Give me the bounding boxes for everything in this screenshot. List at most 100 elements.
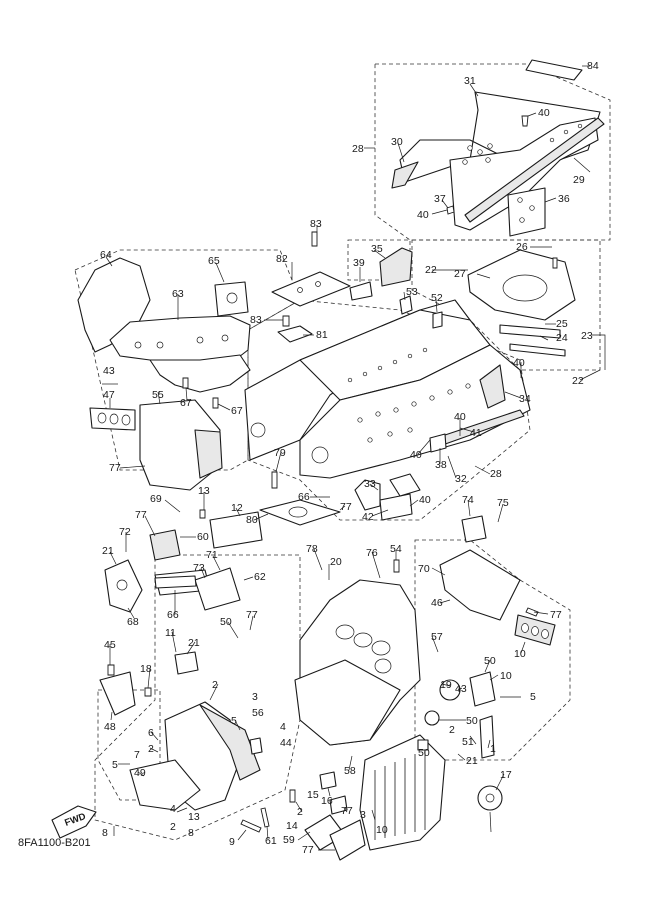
part-15-collar — [319, 771, 337, 790]
bolt-76 — [393, 559, 400, 573]
part-45-bracket — [469, 671, 496, 707]
callout-9: 61 — [265, 835, 277, 847]
callout-5: 7 — [134, 749, 140, 761]
part-29-long-strip — [464, 117, 605, 223]
callout-50: 10 — [500, 670, 512, 682]
part-33-bracket — [354, 479, 381, 511]
callout-70: 71 — [206, 549, 218, 561]
right-side-group — [393, 549, 556, 811]
group-outline-right-side — [414, 539, 571, 761]
callout-77: 69 — [150, 493, 162, 505]
callout-78: 20 — [330, 556, 342, 568]
part-84-label-plate — [525, 59, 583, 81]
callout-66: 66 — [298, 491, 310, 503]
bolt-10-a — [144, 687, 152, 697]
part-11-clip — [174, 651, 199, 675]
callout-40: 40 — [417, 209, 429, 221]
callout-40: 40 — [419, 494, 431, 506]
callout-31: 31 — [464, 75, 476, 87]
part-48-washer — [424, 710, 440, 726]
bolt-83-side — [282, 315, 290, 327]
group-outline-rear-frame — [411, 239, 601, 371]
callout-42: 42 — [362, 511, 374, 523]
part-23-crossbar — [499, 324, 561, 339]
callout-54: 70 — [418, 563, 430, 575]
front-subframe — [294, 579, 446, 861]
callout-38: 38 — [435, 459, 447, 471]
callout-67: 67 — [180, 397, 192, 409]
callout-43: 5 — [530, 691, 536, 703]
callout-19: 43 — [455, 683, 467, 695]
center-bracket-group — [104, 471, 487, 613]
callout-55: 55 — [152, 389, 164, 401]
callout-63: 63 — [172, 288, 184, 300]
callout-36: 36 — [558, 193, 570, 205]
callout-84: 84 — [587, 60, 599, 72]
part-63-lower-section — [149, 354, 251, 393]
callout-40: 40 — [538, 107, 550, 119]
callout-40: 40 — [454, 411, 466, 423]
bolt-67-a — [182, 377, 189, 389]
part-5-gusset — [199, 704, 261, 781]
callout-16: 77 — [341, 805, 353, 817]
callout-60: 21 — [102, 545, 114, 557]
callout-77: 50 — [220, 616, 232, 628]
callout-66: 77 — [246, 609, 258, 621]
front-bulkhead — [99, 651, 296, 833]
part-82-plate — [271, 271, 351, 307]
fwd-direction-badge: FWD — [51, 805, 97, 839]
callout-51: 1 — [490, 743, 496, 755]
callout-2: 5 — [231, 715, 237, 727]
bolt-8-a — [240, 819, 262, 833]
part-56-bracket — [99, 671, 136, 716]
callout-5: 2 — [212, 679, 218, 691]
callout-27: 27 — [454, 268, 466, 280]
callout-43: 43 — [103, 365, 115, 377]
callout-11: 21 — [188, 637, 200, 649]
callout-2: 8 — [188, 827, 194, 839]
callout-5: 6 — [148, 727, 154, 739]
callout-65: 65 — [208, 255, 220, 267]
part-1-lower-arm-mount — [129, 759, 201, 811]
callout-79: 79 — [274, 447, 286, 459]
callout-72: 60 — [197, 531, 209, 543]
figure-code: 8FA1100-B201 — [18, 837, 91, 849]
callout-37: 37 — [434, 193, 446, 205]
bolt-83-top — [311, 231, 318, 247]
seat-bracket-group — [271, 231, 413, 343]
part-59-mount — [329, 819, 366, 861]
bolt-79 — [271, 471, 278, 489]
radiator-fins — [374, 750, 426, 840]
part-32-bracket — [389, 473, 421, 497]
part-63-upper-crossmember — [109, 315, 251, 363]
callout-47: 47 — [103, 389, 115, 401]
callout-80: 80 — [246, 514, 258, 526]
callout-10: 11 — [165, 627, 176, 639]
callout-labels: 84 31 40 30 28 29 37 36 40 83 35 26 64 6… — [100, 60, 599, 856]
callout-40: 40 — [513, 357, 525, 369]
tunnel-right-wall — [299, 344, 531, 479]
callout-50: 51 — [462, 736, 474, 748]
callout-45: 50 — [484, 655, 496, 667]
callout-73: 62 — [254, 571, 266, 583]
callout-34: 34 — [519, 393, 531, 405]
callout-28: 28 — [352, 143, 364, 155]
callout-18: 19 — [440, 679, 452, 691]
part-68-bar — [154, 575, 197, 589]
callout-15: 16 — [321, 795, 333, 807]
callout-7: 49 — [134, 767, 146, 779]
callout-13: 13 — [198, 485, 210, 497]
main-tunnel — [244, 295, 531, 521]
callout-13: 2 — [297, 806, 303, 818]
callout-39: 39 — [353, 257, 365, 269]
callout-29: 29 — [573, 174, 585, 186]
callout-21: 78 — [306, 543, 318, 555]
callout-46: 10 — [514, 648, 526, 660]
group-outline-rail-assembly — [374, 63, 611, 241]
part-30-slide-strip — [391, 161, 419, 189]
subframe-lower-tray — [294, 659, 401, 746]
callout-24: 24 — [556, 332, 568, 344]
part-3-spacer — [249, 737, 263, 755]
callout-49: 21 — [466, 755, 478, 767]
